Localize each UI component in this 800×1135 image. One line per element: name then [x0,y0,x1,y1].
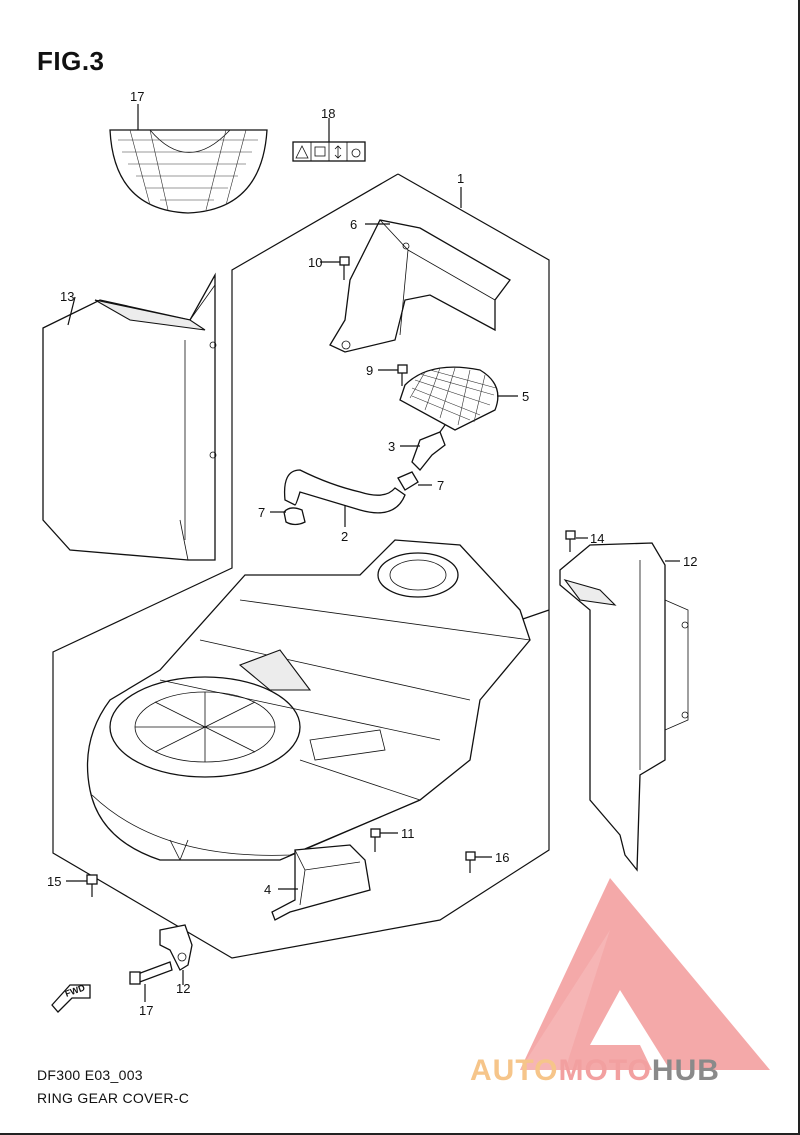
callout-11: 12 [176,981,190,996]
part-16-bolt [465,851,476,873]
callout-6: 6 [350,217,357,232]
callout-19: 18 [321,106,335,121]
callout-5: 5 [522,389,529,404]
part-7-clamp-lower [283,507,306,526]
part-18-grille [109,129,268,214]
callout-12: 12 [683,554,697,569]
part-11-mount [159,924,193,971]
watermark-moto: MOTO [558,1054,652,1087]
callout-9: 10 [308,255,322,270]
main-cover-body [86,539,531,861]
part-14-bolt [565,530,576,552]
figure-title: FIG.3 [37,46,105,76]
callout-7-upper: 7 [437,478,444,493]
assembly-outline [52,173,550,959]
figure-code: DF300 E03_003 [37,1067,143,1083]
watermark-logo-icon [520,878,770,1070]
part-4-bracket [271,844,371,921]
watermark-hub: HUB [651,1054,720,1087]
callout-10: 11 [401,826,415,841]
callout-14: 14 [590,531,604,546]
part-2-hose [283,469,406,514]
part-10-screw [370,828,381,852]
part-9-bolt [339,256,350,280]
callout-2: 2 [341,529,348,544]
fwd-arrow-icon: FWD [51,982,91,1013]
figure-name: RING GEAR COVER-C [37,1090,190,1106]
part-3-valve [411,424,446,471]
callout-7-lower: 7 [258,505,265,520]
callout-3: 3 [388,439,395,454]
callout-15: 15 [47,874,61,889]
part-19-label [292,141,366,162]
callout-1: 1 [457,171,464,186]
part-5-filter [399,366,499,431]
callout-8: 9 [366,363,373,378]
part-6-duct-cover [329,219,511,353]
part-8-bolt [397,364,408,386]
watermark-auto: AUTO [470,1054,559,1087]
part-7-clamp-upper [397,471,419,491]
callout-16: 16 [495,850,509,865]
callout-17: 17 [139,1003,153,1018]
part-12-right-panel [559,542,689,872]
part-17-bolt [129,961,173,985]
watermark-text: AUTOMOTOHUB [470,1054,720,1088]
leader-lines [66,104,680,1002]
callout-4: 4 [264,882,271,897]
callout-13: 13 [60,289,74,304]
part-13-left-panel [42,272,217,561]
callout-18: 17 [130,89,144,104]
part-15-bolt [86,874,98,897]
